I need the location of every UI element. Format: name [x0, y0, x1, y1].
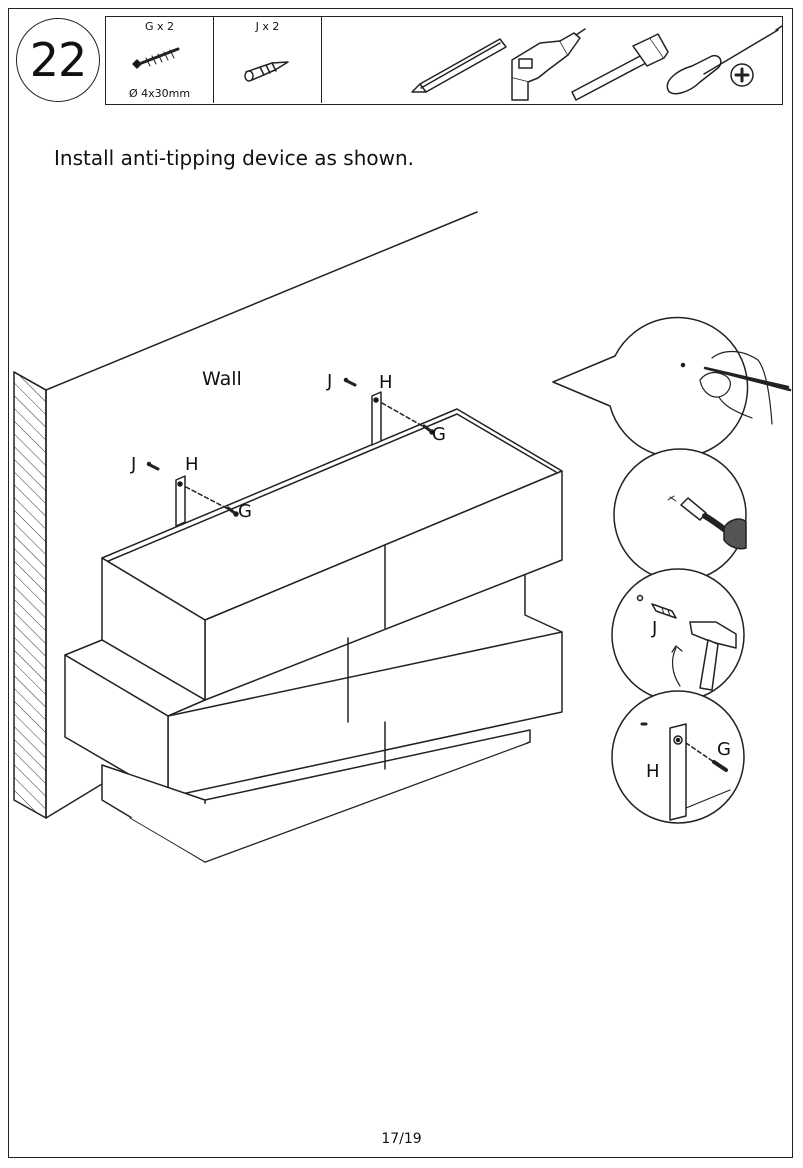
guide-line-left — [185, 486, 231, 511]
screw-icon — [132, 47, 180, 69]
parts-tools-box: G x 2 Ø 4x30mm J x 2 — [105, 16, 783, 105]
label-j-left: J — [130, 454, 136, 475]
wall-plug-icon — [244, 61, 289, 82]
step-number: 22 — [16, 18, 100, 102]
strap-left — [175, 475, 186, 527]
strap-right — [371, 391, 382, 446]
plug-right — [343, 377, 357, 387]
label-j-detail: J — [651, 618, 657, 639]
dresser — [64, 408, 563, 863]
label-g-left: G — [238, 501, 252, 522]
label-h-left: H — [185, 454, 199, 475]
part-screw-cell: G x 2 Ø 4x30mm — [106, 17, 214, 103]
pencil-icon — [411, 38, 507, 93]
part-plug-cell: J x 2 — [214, 17, 322, 103]
page-frame — [8, 8, 793, 1158]
page-number: 17/19 — [381, 1131, 422, 1147]
label-g-detail: G — [717, 739, 731, 760]
part-screw-qty: G x 2 — [144, 20, 175, 33]
guide-line-right — [381, 402, 427, 429]
part-screw-spec: Ø 4x30mm — [128, 87, 191, 100]
detail-mark-hole — [552, 316, 792, 459]
label-wall: Wall — [202, 368, 242, 390]
label-g-right: G — [432, 424, 446, 445]
plug-left — [146, 461, 160, 471]
label-h-right: H — [379, 372, 393, 393]
detail-insert-plug — [611, 568, 745, 702]
detail-drill-hole — [613, 448, 747, 582]
detail-fix-strap — [611, 690, 745, 824]
part-plug-qty: J x 2 — [255, 20, 280, 33]
wall — [13, 211, 478, 819]
instruction-text: Install anti-tipping device as shown. — [54, 146, 414, 170]
screwdriver-icon — [666, 25, 783, 95]
screw-right — [422, 424, 435, 435]
screw-left — [226, 506, 239, 517]
drill-icon — [511, 28, 586, 101]
hammer-icon — [571, 33, 669, 101]
label-h-detail: H — [646, 761, 660, 782]
label-j-right: J — [326, 371, 332, 392]
